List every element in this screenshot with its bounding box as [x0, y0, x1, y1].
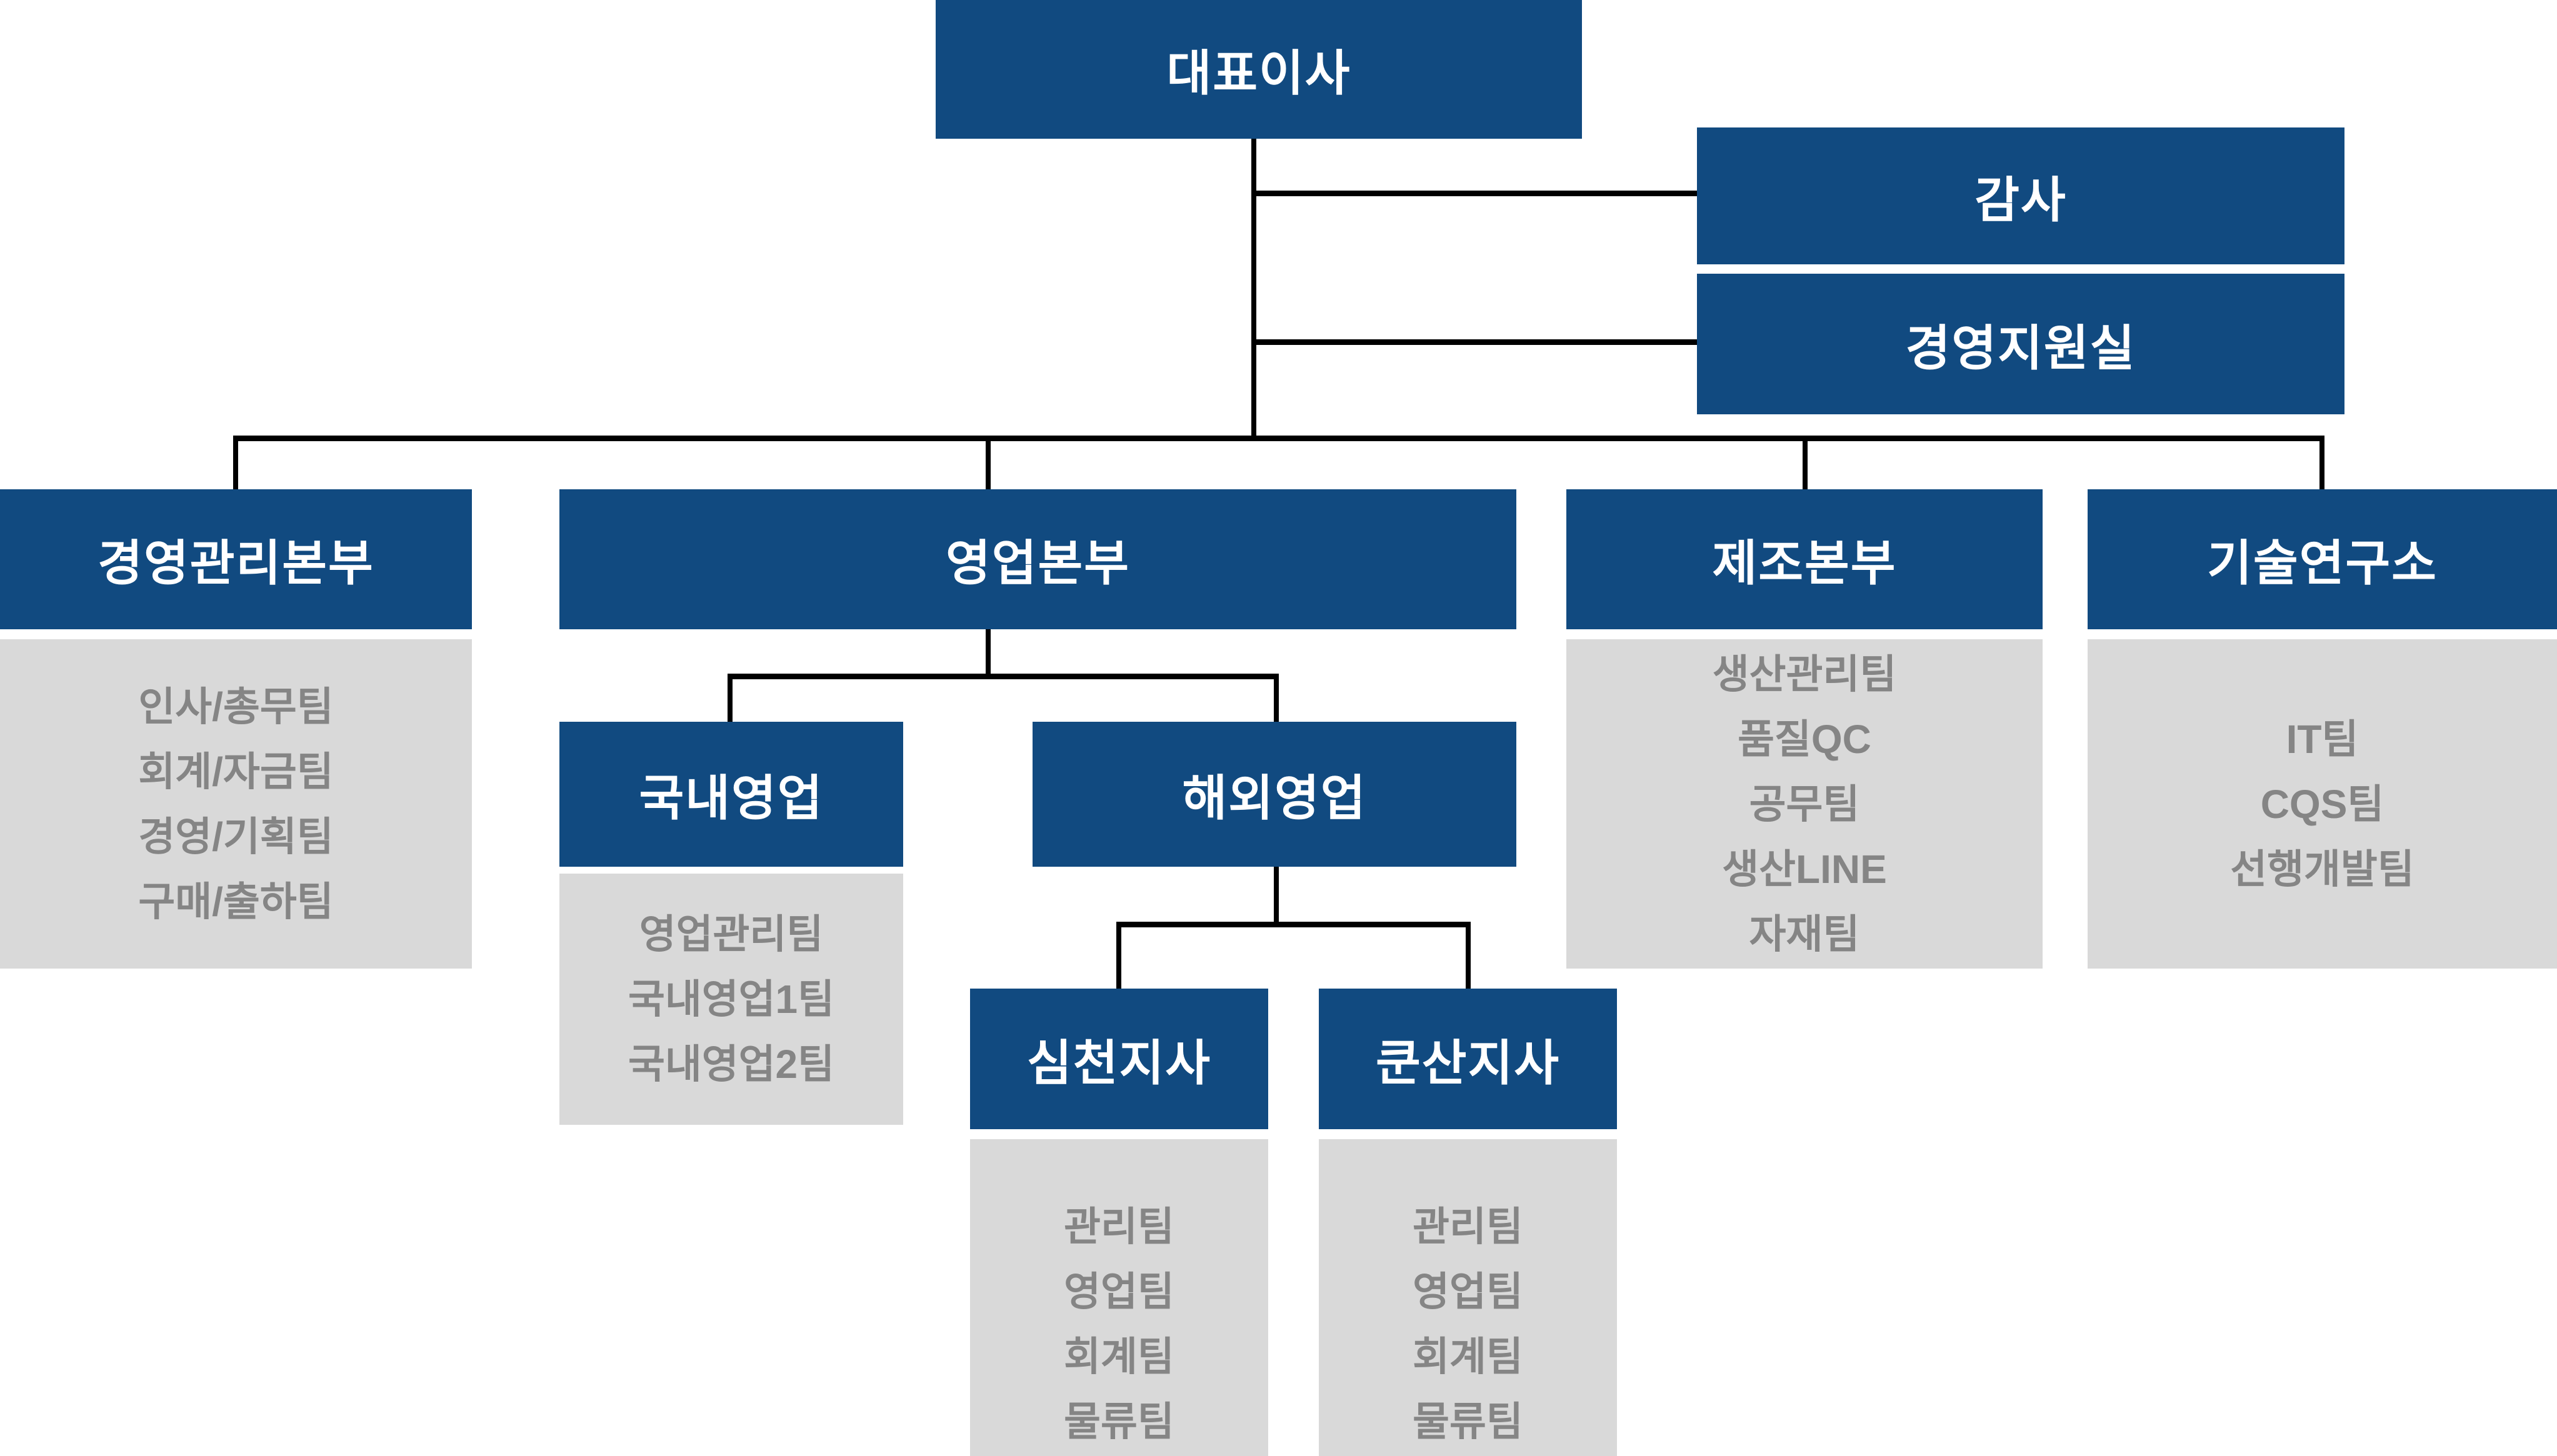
team-list-domestic-sales: 영업관리팀 국내영업1팀 국내영업2팀	[559, 874, 903, 1125]
connector-drop-shenzhen	[1116, 927, 1121, 989]
org-box-overseas-sales-label: 해외영업	[1182, 770, 1367, 825]
team-item: 인사/총무팀	[138, 684, 334, 729]
connector-drop-rnd	[2319, 441, 2324, 489]
team-list-kunshan: 관리팀 영업팀 회계팀 물류팀	[1319, 1139, 1617, 1456]
team-item: IT팀	[2286, 716, 2359, 762]
team-item: 생산LINE	[1722, 846, 1887, 892]
connector-sales-vertical	[986, 629, 991, 679]
team-item: 회계/자금팀	[138, 749, 334, 794]
team-item: 영업팀	[1064, 1269, 1174, 1314]
team-item: 국내영업1팀	[628, 977, 834, 1022]
connector-ceo-vertical	[1251, 139, 1256, 441]
team-list-rnd: IT팀 CQS팀 선행개발팀	[2088, 639, 2557, 969]
team-item: 물류팀	[1413, 1399, 1523, 1444]
team-item: 국내영업2팀	[628, 1042, 834, 1087]
org-box-support-label: 경영지원실	[1905, 320, 2136, 376]
org-box-audit: 감사	[1697, 127, 2344, 264]
team-list-manufacturing: 생산관리팀 품질QC 공무팀 생산LINE 자재팀	[1566, 639, 2043, 969]
org-box-rnd-label: 기술연구소	[2207, 536, 2438, 591]
org-box-kunshan-branch: 쿤산지사	[1319, 989, 1617, 1129]
org-box-rnd: 기술연구소	[2088, 489, 2557, 629]
team-list-management: 인사/총무팀 회계/자금팀 경영/기획팀 구매/출하팀	[0, 639, 472, 969]
team-item: 공무팀	[1749, 781, 1860, 827]
connector-drop-manufacturing	[1803, 441, 1808, 489]
team-list-shenzhen: 관리팀 영업팀 회계팀 물류팀	[970, 1139, 1268, 1456]
org-box-ceo-label: 대표이사	[1166, 46, 1351, 101]
team-item: 자재팀	[1749, 911, 1860, 957]
org-box-domestic-sales-label: 국내영업	[639, 770, 824, 825]
team-item: 회계팀	[1413, 1334, 1523, 1379]
org-box-audit-label: 감사	[1974, 172, 2067, 227]
team-item: 관리팀	[1413, 1204, 1523, 1249]
connector-main-horizontal	[233, 436, 2324, 441]
connector-audit-stub	[1251, 191, 1697, 196]
org-box-kunshan-branch-label: 쿤산지사	[1375, 1035, 1561, 1090]
connector-overseas-vertical	[1274, 867, 1279, 927]
team-item: 생산관리팀	[1712, 651, 1897, 697]
org-box-management: 경영관리본부	[0, 489, 472, 629]
org-box-management-label: 경영관리본부	[98, 536, 374, 591]
connector-drop-sales	[986, 441, 991, 489]
connector-sales-branch	[728, 674, 1279, 679]
team-item: 품질QC	[1738, 716, 1871, 762]
org-box-manufacturing: 제조본부	[1566, 489, 2043, 629]
connector-overseas-branch	[1116, 922, 1471, 927]
connector-drop-kunshan	[1466, 927, 1471, 989]
team-item: 회계팀	[1064, 1334, 1174, 1379]
team-item: 물류팀	[1064, 1399, 1174, 1444]
team-item: 영업관리팀	[639, 912, 824, 957]
connector-drop-management	[233, 441, 238, 489]
org-box-sales-label: 영업본부	[945, 536, 1131, 591]
team-item: 영업팀	[1413, 1269, 1523, 1314]
connector-drop-domestic	[728, 679, 733, 722]
org-box-support: 경영지원실	[1697, 274, 2344, 414]
org-box-manufacturing-label: 제조본부	[1712, 536, 1897, 591]
org-box-overseas-sales: 해외영업	[1033, 722, 1516, 867]
org-box-shenzhen-branch: 심천지사	[970, 989, 1268, 1129]
org-box-sales: 영업본부	[559, 489, 1516, 629]
connector-support-stub	[1251, 339, 1697, 345]
org-box-ceo: 대표이사	[936, 0, 1582, 139]
team-item: 구매/출하팀	[138, 879, 334, 924]
team-item: CQS팀	[2260, 781, 2384, 827]
connector-drop-overseas	[1274, 679, 1279, 722]
team-item: 경영/기획팀	[138, 814, 334, 859]
team-item: 선행개발팀	[2230, 846, 2414, 892]
org-box-shenzhen-branch-label: 심천지사	[1026, 1035, 1212, 1090]
team-item: 관리팀	[1064, 1204, 1174, 1249]
org-box-domestic-sales: 국내영업	[559, 722, 903, 867]
